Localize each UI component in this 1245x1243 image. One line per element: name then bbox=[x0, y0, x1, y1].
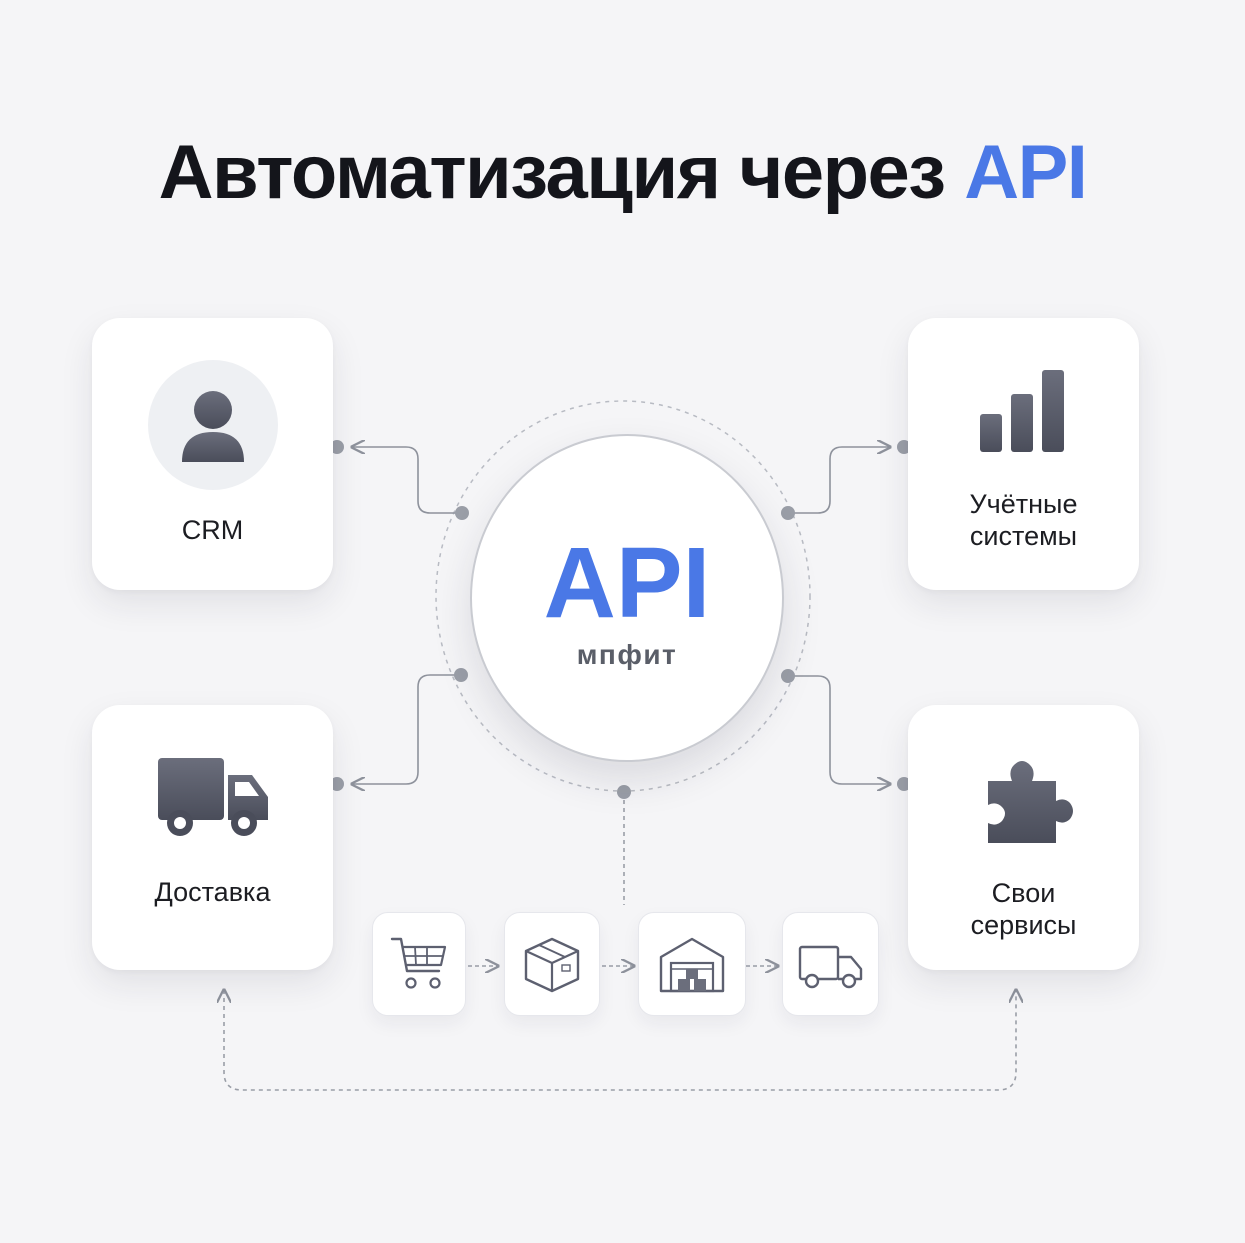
card-services-label: Свои сервисы bbox=[970, 878, 1077, 940]
puzzle-icon bbox=[988, 761, 1073, 843]
card-accounting-label: Учётные системы bbox=[969, 489, 1078, 551]
brand-label: мпфит bbox=[576, 639, 678, 670]
connector-loop bbox=[224, 990, 1016, 1091]
flow-card-truck[interactable] bbox=[782, 912, 879, 1016]
flow-card-box[interactable] bbox=[504, 912, 600, 1016]
box-icon bbox=[524, 937, 580, 993]
card-delivery[interactable]: Доставка bbox=[92, 705, 333, 970]
truck-icon bbox=[798, 945, 863, 989]
card-delivery-label: Доставка bbox=[154, 877, 271, 907]
node-services-card bbox=[897, 777, 911, 791]
node-accounting-hub bbox=[781, 506, 795, 520]
node-crm-card bbox=[330, 440, 344, 454]
connector-services bbox=[788, 675, 890, 784]
cart-icon bbox=[390, 937, 447, 989]
card-crm-label: CRM bbox=[181, 515, 244, 545]
title-accent: API bbox=[964, 130, 1088, 215]
node-accounting-card bbox=[897, 440, 911, 454]
card-crm[interactable]: CRM bbox=[92, 318, 333, 590]
card-services[interactable]: Свои сервисы bbox=[908, 705, 1139, 970]
person-icon bbox=[148, 360, 278, 490]
node-delivery-hub bbox=[454, 668, 468, 682]
node-delivery-card bbox=[330, 777, 344, 791]
connector-delivery bbox=[352, 674, 461, 784]
node-services-hub bbox=[781, 669, 795, 683]
bar-chart-icon bbox=[980, 370, 1064, 452]
api-hub[interactable]: API мпфит bbox=[470, 434, 784, 762]
flow-card-warehouse[interactable] bbox=[638, 912, 746, 1016]
flow-card-cart[interactable] bbox=[372, 912, 466, 1016]
api-hub-label: API bbox=[543, 527, 711, 639]
truck-icon bbox=[158, 758, 268, 836]
card-accounting[interactable]: Учётные системы bbox=[908, 318, 1139, 590]
title-main: Автоматизация через bbox=[158, 130, 965, 215]
page-title: Автоматизация через API bbox=[0, 128, 1245, 218]
node-crm-hub bbox=[455, 506, 469, 520]
connector-accounting bbox=[788, 447, 890, 514]
node-bottom-hub bbox=[617, 785, 631, 799]
warehouse-icon bbox=[659, 937, 725, 993]
connector-crm bbox=[352, 447, 462, 514]
